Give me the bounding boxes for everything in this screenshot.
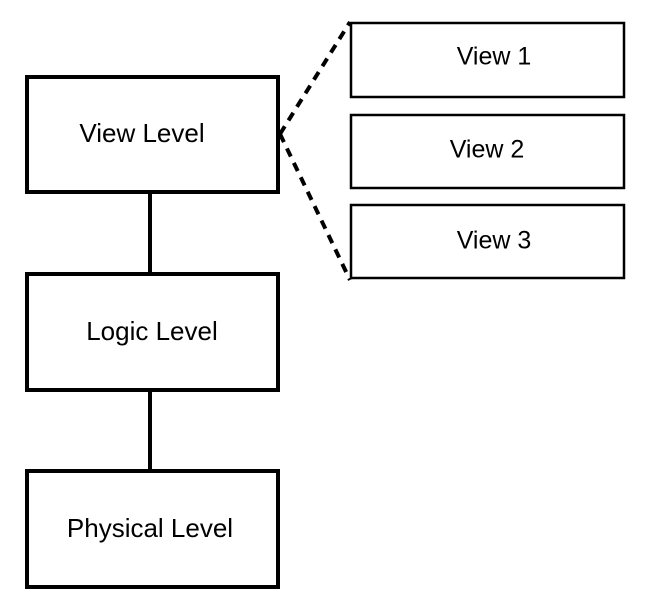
dashed-link-bottom bbox=[278, 133, 352, 281]
view-3-label: View 3 bbox=[457, 227, 532, 255]
view-1-box bbox=[349, 21, 626, 99]
view-2-label: View 2 bbox=[450, 136, 525, 164]
view-2-box bbox=[349, 113, 626, 190]
view-level-label: View Level bbox=[79, 118, 204, 148]
physical-level-box bbox=[25, 469, 280, 589]
view-3-node: View 3 bbox=[349, 203, 626, 280]
logic-level-label: Logic Level bbox=[86, 316, 218, 346]
view-3-box bbox=[349, 203, 626, 280]
physical-level-label: Physical Level bbox=[67, 513, 233, 543]
dashed-link-top bbox=[278, 20, 352, 136]
logic-level-node: Logic Level bbox=[25, 272, 280, 392]
physical-level-node: Physical Level bbox=[25, 469, 280, 589]
logic-level-box bbox=[25, 272, 280, 392]
view-1-node: View 1 bbox=[349, 21, 626, 99]
view-2-node: View 2 bbox=[349, 113, 626, 190]
view-level-box bbox=[25, 75, 280, 194]
view-level-node: View Level bbox=[25, 75, 280, 194]
view-1-label: View 1 bbox=[457, 43, 532, 71]
